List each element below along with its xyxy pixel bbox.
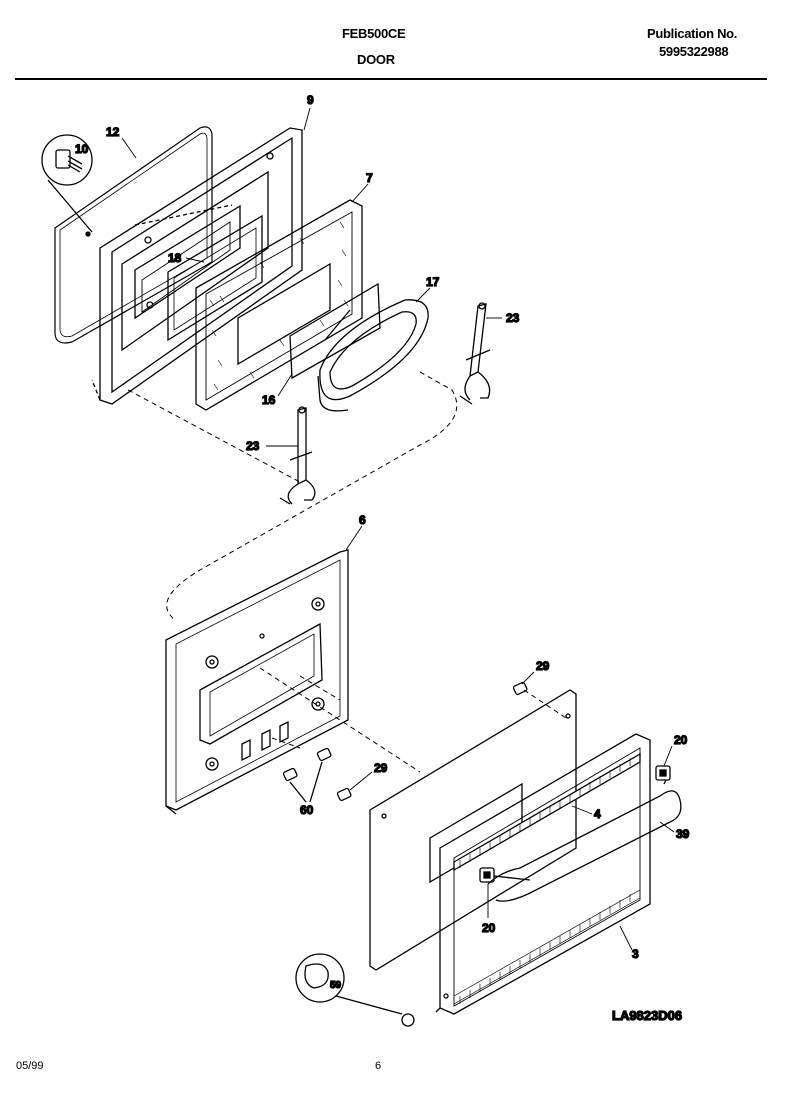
window-gasket-17 [317, 299, 429, 412]
inner-door-liner-9 [91, 127, 303, 405]
spacer-29 [336, 681, 528, 802]
diagram-code: LA9823D06 [612, 1008, 682, 1023]
callout-9: 9 [307, 93, 314, 107]
callout-7: 7 [366, 171, 373, 185]
callout-18: 18 [168, 251, 182, 265]
lower-dashed-links [259, 667, 567, 773]
assembly-dashed-links [127, 371, 458, 621]
model-number: FEB500CE [342, 26, 406, 41]
window-pack-18 [167, 214, 263, 342]
insulation-7 [195, 199, 363, 411]
callout-20-top: 20 [674, 733, 688, 747]
door-gasket-12 [54, 126, 213, 344]
callout-60: 60 [300, 803, 314, 817]
callout-4: 4 [594, 807, 601, 821]
hinge-23-right [459, 302, 491, 405]
inner-door-panel-6 [165, 549, 349, 815]
door-handle-39 [487, 779, 682, 902]
header-divider [15, 78, 767, 80]
screw-detail-circle [41, 134, 93, 233]
callout-3: 3 [632, 947, 639, 961]
callout-59: 59 [330, 980, 342, 991]
publication-label: Publication No. [647, 26, 738, 41]
callout-6: 6 [359, 513, 366, 527]
spacer-60 [282, 747, 332, 803]
glass-16 [289, 282, 381, 380]
section-title: DOOR [357, 52, 395, 67]
footer-date: 05/99 [16, 1060, 44, 1072]
callout-16: 16 [262, 393, 276, 407]
callout-29-mid: 29 [374, 761, 388, 775]
callout-23-right: 23 [506, 311, 520, 325]
callout-29-top: 29 [536, 659, 550, 673]
callout-17: 17 [426, 275, 440, 289]
footer-page-number: 6 [375, 1060, 382, 1072]
outer-door-frame-3 [435, 733, 651, 1015]
hinge-23-left [279, 406, 316, 505]
callout-12: 12 [106, 125, 120, 139]
callout-10: 10 [75, 142, 89, 156]
outer-glass-4 [369, 689, 577, 971]
callout-39: 39 [676, 827, 690, 841]
callout-20-bottom: 20 [482, 921, 496, 935]
callout-23-left: 23 [246, 439, 260, 453]
publication-number: 5995322988 [659, 44, 729, 59]
screw-detail-circle-59 [295, 953, 415, 1027]
handle-mount-20 [479, 765, 671, 883]
leader-lines [121, 107, 675, 951]
